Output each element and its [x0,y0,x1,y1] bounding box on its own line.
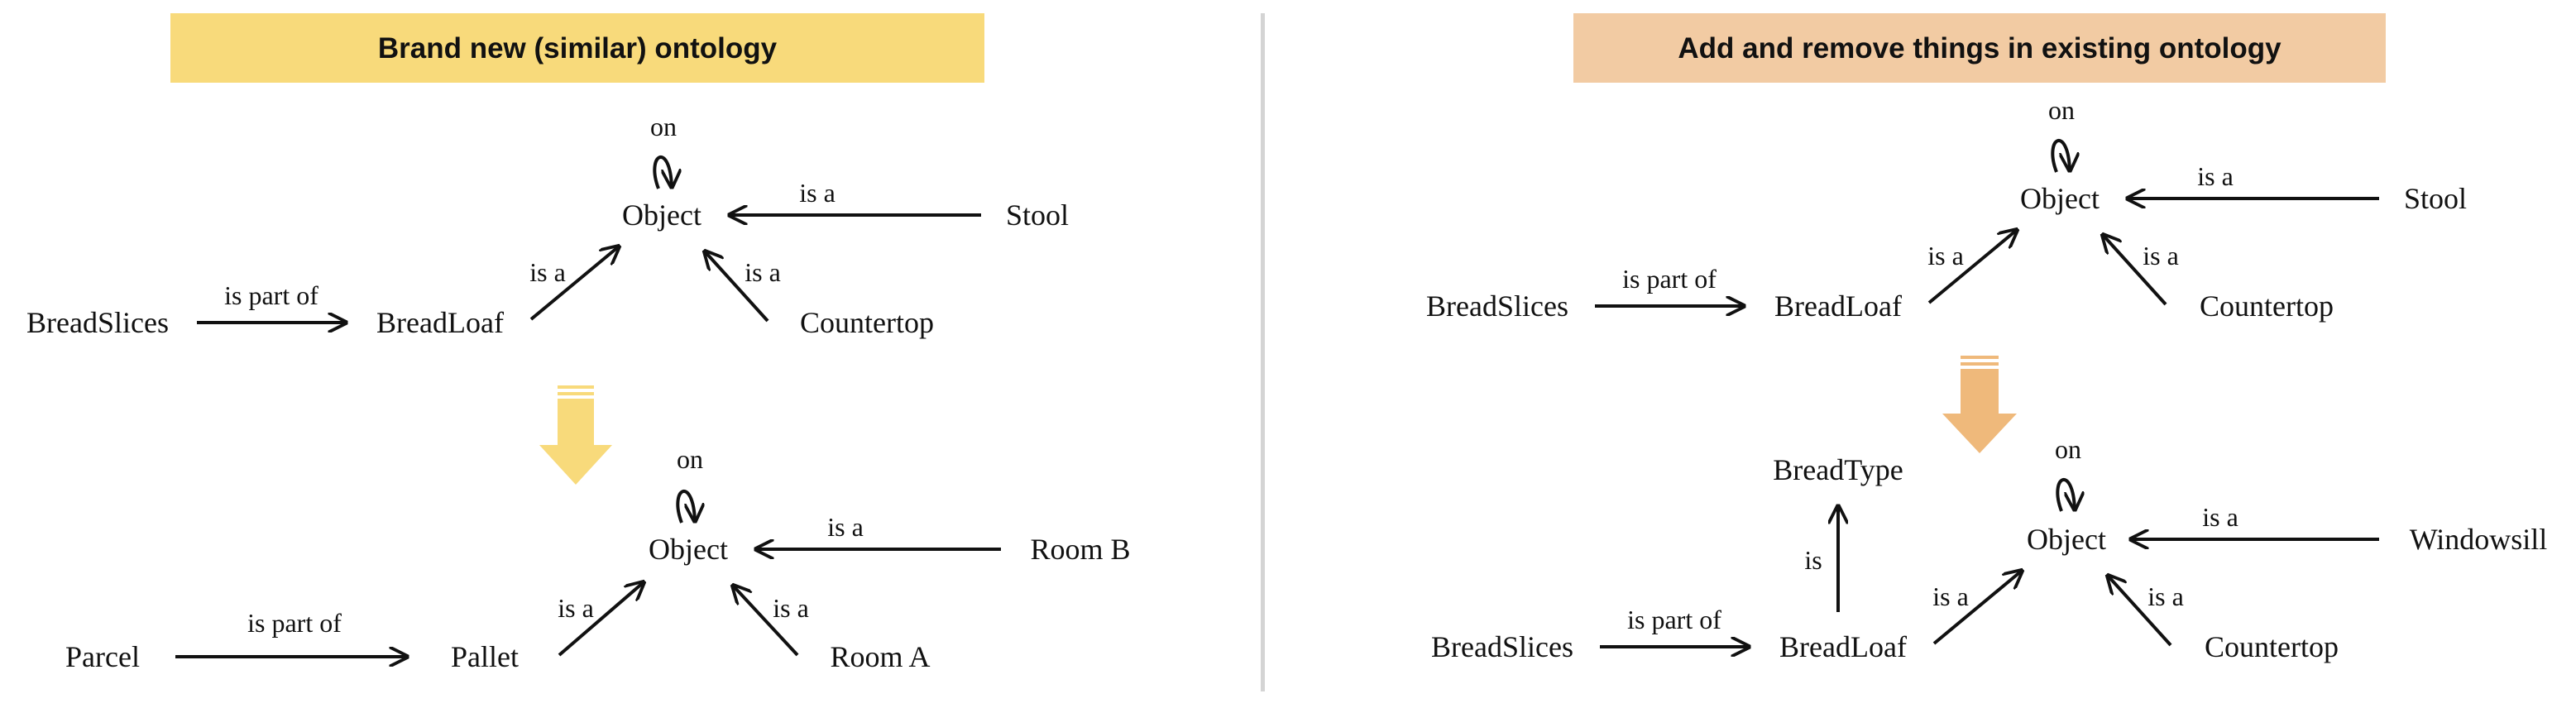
node-object: Object [622,199,701,232]
node-room-a: Room A [830,640,930,673]
edge-pallet-object [558,582,644,657]
node-bread-slices: BreadSlices [26,306,169,339]
node-bread-slices: BreadSlices [1431,630,1573,663]
edge-countertop-object [2108,576,2172,647]
arrow-stripe [1961,356,1999,359]
node-room-b: Room B [1030,533,1130,566]
right-panel-title-banner [1573,13,2386,83]
edge-label-loaf-object: is a [1927,241,1964,270]
left-transition-arrow [539,385,612,485]
node-bread-loaf: BreadLoaf [376,306,504,339]
edge-label-slices-loaf: is part of [1622,264,1717,294]
node-object: Object [649,533,728,566]
self-loop-on-edge [653,155,672,189]
self-loop-on-edge [2056,478,2075,511]
node-windowsill: Windowsill [2410,523,2548,556]
edge-label-stool-object: is a [2197,161,2234,191]
node-stool: Stool [2404,182,2467,215]
arrow-stripe [558,385,594,389]
edge-label-loaf-type: is [1804,545,1822,575]
node-object: Object [2020,182,2100,215]
edge-label-stool-object: is a [799,178,836,208]
edge-label-loaf-object: is a [1932,581,1969,611]
right-after-graph: BreadType is on Object is a Windowsill B… [1431,434,2547,663]
node-on: on [2055,434,2081,464]
node-parcel: Parcel [65,640,140,673]
left-before-graph: on Object is a Stool BreadSlices is part… [26,112,1069,339]
left-panel: Brand new (similar) ontology on Object i… [26,13,1131,673]
edge-label-slices-loaf: is part of [224,280,318,310]
panel-divider [1261,13,1265,691]
down-arrow-icon [539,399,612,485]
edge-label-rooma-object: is a [773,593,809,623]
edge-label-roomb-object: is a [827,512,864,542]
node-countertop: Countertop [2205,630,2339,663]
edge-label-countertop-object: is a [745,257,781,287]
right-before-graph: on Object is a Stool BreadSlices is part… [1426,95,2467,323]
node-on: on [2048,95,2075,125]
edge-label-countertop-object: is a [2143,241,2179,270]
edge-countertop-object [2103,235,2167,306]
edge-rooma-object [733,586,799,657]
edge-label-slices-loaf: is part of [1627,605,1721,634]
node-object: Object [2027,523,2106,556]
left-panel-title: Brand new (similar) ontology [378,32,778,65]
edge-loaf-object [1927,230,2017,304]
node-on: on [677,444,703,474]
left-panel-title-banner [170,13,984,83]
node-stool: Stool [1006,199,1069,232]
edge-countertop-object [705,251,769,323]
node-pallet: Pallet [451,640,519,673]
node-on: on [650,112,677,141]
right-panel-title: Add and remove things in existing ontolo… [1678,32,2282,65]
edge-loaf-object [1932,571,2022,645]
down-arrow-icon [1942,369,2017,453]
edge-label-pallet-object: is a [558,593,594,623]
right-panel: Add and remove things in existing ontolo… [1426,13,2547,663]
arrow-stripe [1961,362,1999,366]
node-countertop: Countertop [2200,289,2334,323]
node-bread-slices: BreadSlices [1426,289,1568,323]
self-loop-on-edge [676,490,695,523]
edge-label-countertop-object: is a [2147,581,2184,611]
node-bread-loaf: BreadLoaf [1774,289,1902,323]
node-countertop: Countertop [800,306,934,339]
node-bread-loaf: BreadLoaf [1779,630,1907,663]
arrow-stripe [558,392,594,395]
edge-loaf-object [529,246,619,321]
edge-label-loaf-object: is a [529,257,566,287]
self-loop-on-edge [2051,139,2070,172]
edge-label-windowsill-object: is a [2202,502,2238,532]
right-transition-arrow [1942,356,2017,453]
edge-label-parcel-pallet: is part of [247,608,342,638]
node-bread-type: BreadType [1773,453,1903,486]
left-after-graph: on Object is a Room B Parcel is part of … [65,444,1130,673]
